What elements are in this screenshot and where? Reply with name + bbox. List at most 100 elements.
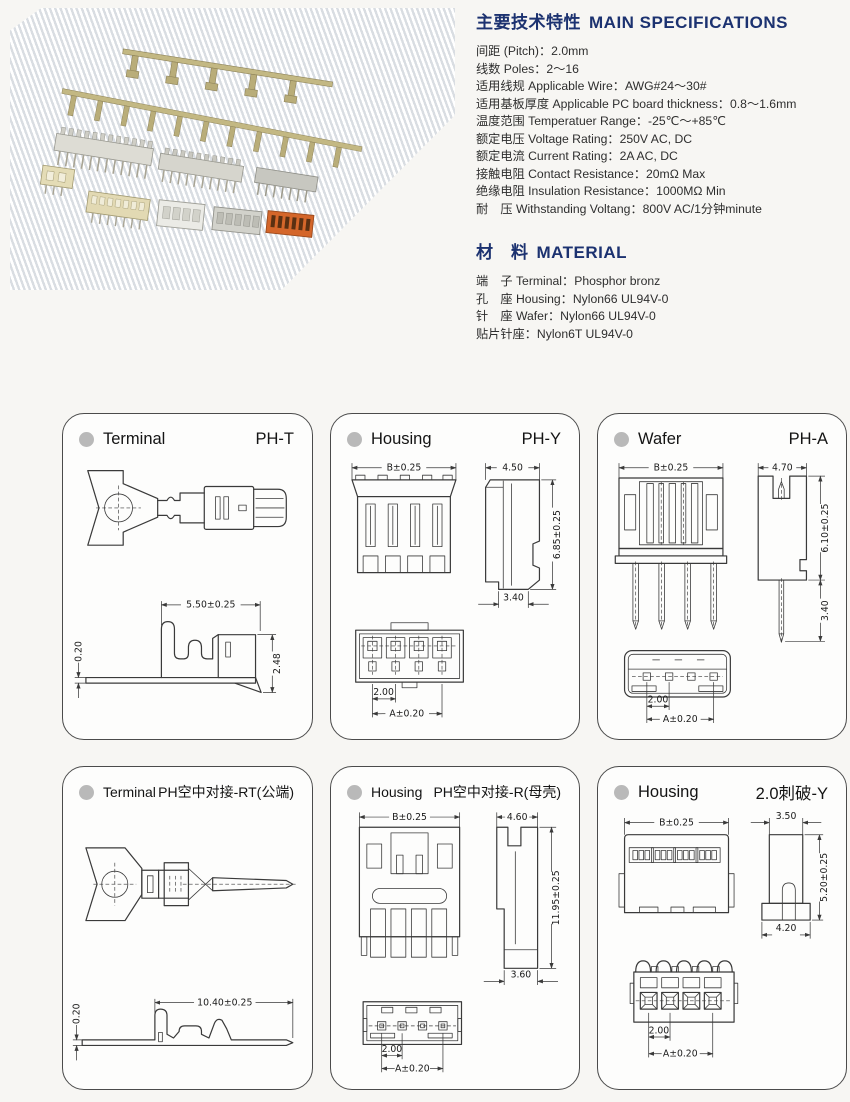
spec-item: 耐 压 Withstanding Voltang：800V AC/1分钟minu…: [476, 201, 762, 216]
bullet-icon: [347, 431, 362, 447]
dim-label: 4.50: [502, 463, 523, 474]
material-title-zh: 材 料: [476, 243, 529, 262]
bullet-icon: [347, 784, 362, 800]
housing-small-cream: [39, 164, 76, 197]
panel-header: Terminal PH-T: [71, 422, 304, 452]
bullet-icon: [79, 784, 94, 800]
main-specifications-section: 主要技术特性 MAIN SPECIFICATIONS 间距 (Pitch)：2.0…: [476, 4, 846, 218]
panel-code: PH-Y: [521, 429, 561, 448]
panel-header: Terminal PH空中对接-RT(公端): [71, 775, 304, 805]
material-item: 贴片针座：Nylon6T UL94V-0: [476, 326, 633, 341]
panel-wafer-ph-a: Wafer PH-A B±0.25: [597, 413, 847, 740]
panel-title: Terminal: [103, 429, 166, 448]
dim-label: A±0.20: [663, 714, 698, 725]
panel-code: PH-A: [788, 429, 828, 448]
dim-label: 2.48: [272, 653, 283, 674]
bullet-icon: [79, 431, 94, 447]
dim-label: 4.70: [772, 463, 793, 474]
dim-label: 3.40: [820, 600, 831, 621]
material-item: 孔 座 Housing：Nylon66 UL94V-0: [476, 291, 669, 306]
panel-title: Wafer: [638, 429, 682, 448]
bullet-icon: [614, 431, 629, 447]
panel-terminal-ph-t: Terminal PH-T 5.50±0.25: [62, 413, 313, 740]
dim-label: 2.00: [648, 695, 669, 706]
bullet-icon: [614, 784, 629, 800]
housing-white-4pos: [156, 199, 206, 231]
dim-label: 3.40: [503, 592, 524, 603]
panel-code: PH空中对接-RT(公端): [158, 784, 294, 800]
panel-terminal-rt: Terminal PH空中对接-RT(公端): [62, 766, 313, 1090]
spec-item: 适用线规 Applicable Wire：AWG#24～30#: [476, 79, 707, 93]
dim-label: 2.00: [373, 687, 394, 698]
panel-title: Housing: [638, 782, 699, 801]
dim-label: 10.40±0.25: [197, 997, 252, 1008]
dim-label: B±0.25: [654, 463, 689, 474]
panel-header: Housing 2.0刺破-Y: [606, 775, 838, 805]
wafer-12pin: [53, 126, 154, 179]
dim-label: 0.20: [73, 641, 84, 662]
spec-item: 接触电阻 Contact Resistance：20mΩ Max: [476, 166, 706, 181]
product-photo: [10, 8, 455, 290]
idc-connector-orange: [265, 210, 315, 238]
panel-title: Terminal: [103, 784, 156, 800]
ph-a-technical-drawing: B±0.25 4.70: [614, 463, 831, 725]
dim-label: B±0.25: [387, 463, 422, 474]
spec-item: 绝缘电阻 Insulation Resistance：1000MΩ Min: [476, 184, 726, 198]
dim-label: 3.60: [511, 970, 532, 981]
ph-t-technical-drawing: 5.50±0.25 2.48 0.20: [73, 470, 287, 699]
material-item: 端 子 Terminal：Phosphor bronz: [476, 274, 661, 288]
dim-label: 4.20: [776, 923, 797, 934]
idc-y-technical-drawing: B±0.25 3.50: [618, 811, 830, 1059]
dim-label: 4.60: [507, 812, 528, 823]
dim-label: 5.20±0.25: [819, 853, 830, 902]
dim-label: 6.85±0.25: [552, 510, 563, 559]
wafer-10pin: [157, 147, 245, 194]
r-housing-technical-drawing: B±0.25 4.60: [358, 812, 562, 1074]
panel-header: Housing PH-Y: [339, 422, 571, 452]
panel-code: PH空中对接-R(母壳): [433, 784, 561, 800]
dim-label: A±0.20: [395, 1063, 430, 1074]
panel-title: Housing: [371, 429, 432, 448]
dim-label: 2.00: [649, 1025, 670, 1036]
ph-y-technical-drawing: B±0.25 4.50: [351, 463, 563, 719]
panel-header: Wafer PH-A: [606, 422, 838, 452]
dim-label: 3.50: [776, 811, 797, 822]
dim-label: B±0.25: [392, 812, 427, 823]
specs-title: 主要技术特性 MAIN SPECIFICATIONS: [476, 8, 846, 33]
material-title-en: MATERIAL: [536, 243, 628, 262]
material-item: 针 座 Wafer：Nylon66 UL94V-0: [476, 309, 656, 323]
dim-label: 11.95±0.25: [551, 870, 562, 925]
panel-code: PH-T: [255, 429, 295, 448]
dim-label: 6.10±0.25: [820, 503, 831, 552]
dim-label: B±0.25: [659, 817, 694, 828]
panel-housing-ph-y: Housing PH-Y B±0.25: [330, 413, 580, 740]
panel-code: 2.0刺破-Y: [755, 785, 828, 803]
spec-item: 额定电流 Current Rating：2A AC, DC: [476, 149, 678, 163]
spec-item: 温度范围 Temperatuer Range：-25℃～+85℃: [476, 114, 726, 128]
spec-item: 适用基板厚度 Applicable PC board thickness：0.8…: [476, 96, 797, 111]
drawing-panels-grid: Terminal PH-T 5.50±0.25: [62, 413, 847, 1090]
panel-housing-idc-y: Housing 2.0刺破-Y B±0.25: [597, 766, 847, 1090]
dim-label: A±0.20: [663, 1048, 698, 1059]
dim-label: 0.20: [71, 1003, 82, 1024]
dim-label: 5.50±0.25: [186, 600, 235, 611]
photo-connectors-illustration: [39, 48, 363, 238]
spec-item: 线数 Poles：2～16: [476, 61, 579, 76]
panel-title: Housing: [371, 784, 423, 800]
terminal-strip-upper: [122, 48, 334, 104]
housing-gray-5pos: [211, 206, 263, 236]
terminal-strip-lower: [61, 88, 363, 168]
dim-label: A±0.20: [389, 708, 424, 719]
spec-item: 间距 (Pitch)：2.0mm: [476, 44, 589, 58]
material-title: 材 料 MATERIAL: [476, 238, 846, 263]
specs-title-zh: 主要技术特性: [476, 13, 581, 32]
wafer-7pin: [254, 166, 319, 203]
dim-label: 2.00: [382, 1044, 403, 1055]
housing-cream-7pos: [85, 190, 151, 230]
panel-housing-r: Housing PH空中对接-R(母壳) B±0.25: [330, 766, 580, 1090]
rt-terminal-technical-drawing: 10.40±0.25 0.20: [71, 847, 297, 1061]
specs-title-en: MAIN SPECIFICATIONS: [589, 13, 789, 32]
spec-item: 额定电压 Voltage Rating：250V AC, DC: [476, 131, 693, 146]
